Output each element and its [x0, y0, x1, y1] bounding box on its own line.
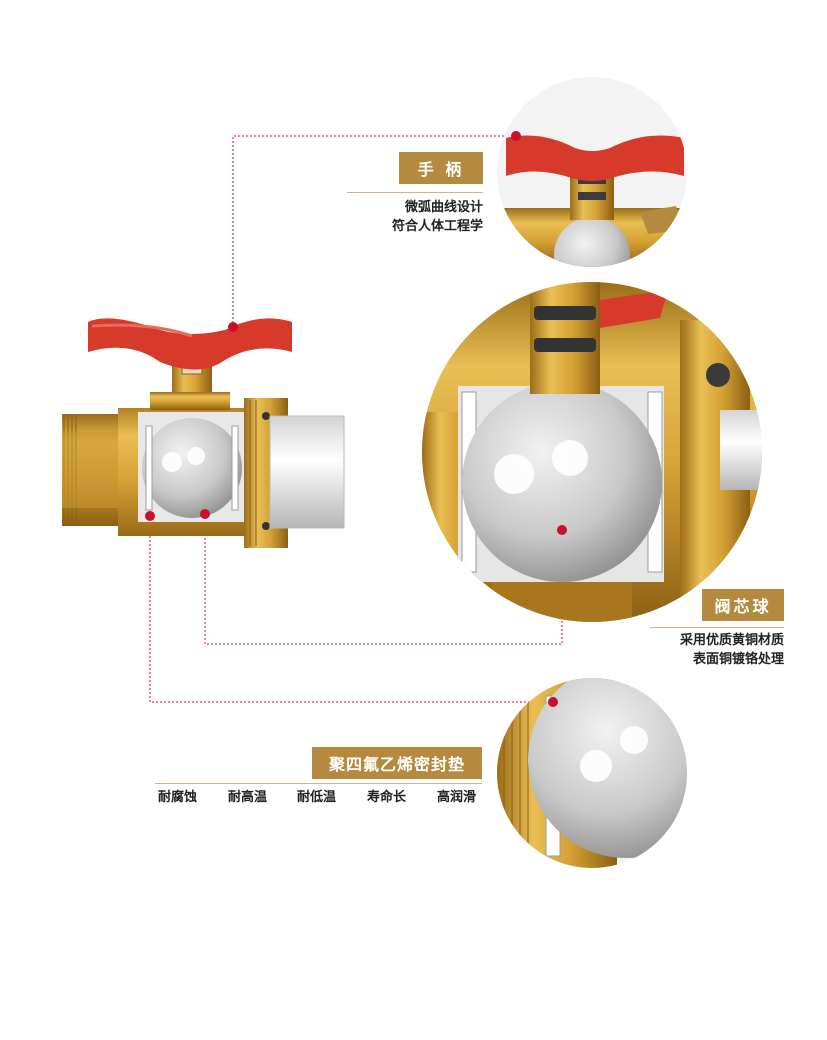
handle-rule — [347, 192, 483, 193]
ball-description: 采用优质黄铜材质 表面铜镀铬处理 — [680, 631, 784, 669]
seal-feature-1: 耐腐蚀 — [158, 790, 198, 805]
marker-handle — [228, 322, 238, 332]
leader-seal — [149, 516, 553, 703]
marker-ball-detail — [557, 525, 567, 535]
seal-feature-3: 耐低温 — [297, 790, 337, 805]
marker-ball-main — [200, 509, 210, 519]
ball-rule — [650, 627, 784, 628]
ball-label: 阀芯球 — [702, 589, 784, 621]
ball-desc-line-1: 采用优质黄铜材质 — [679, 633, 784, 648]
marker-seal-detail — [548, 697, 558, 707]
handle-detail-circle — [497, 77, 687, 267]
handle-desc-line-2: 符合人体工程学 — [391, 219, 483, 234]
main-valve — [62, 318, 345, 548]
ball-desc-line-2: 表面铜镀铬处理 — [692, 652, 784, 667]
handle-desc-line-1: 微弧曲线设计 — [404, 200, 483, 215]
seal-rule — [155, 783, 482, 784]
seal-label: 聚四氟乙烯密封垫 — [312, 747, 482, 779]
seal-feature-5: 高润滑 — [437, 790, 477, 805]
seal-detail-circle — [497, 678, 687, 868]
marker-handle-detail — [511, 131, 521, 141]
handle-label: 手 柄 — [399, 152, 483, 184]
handle-description: 微弧曲线设计 符合人体工程学 — [392, 198, 483, 236]
seal-feature-4: 寿命长 — [367, 790, 407, 805]
seal-feature-2: 耐高温 — [228, 790, 268, 805]
ball-detail-circle — [422, 282, 762, 622]
marker-seal-main — [145, 511, 155, 521]
